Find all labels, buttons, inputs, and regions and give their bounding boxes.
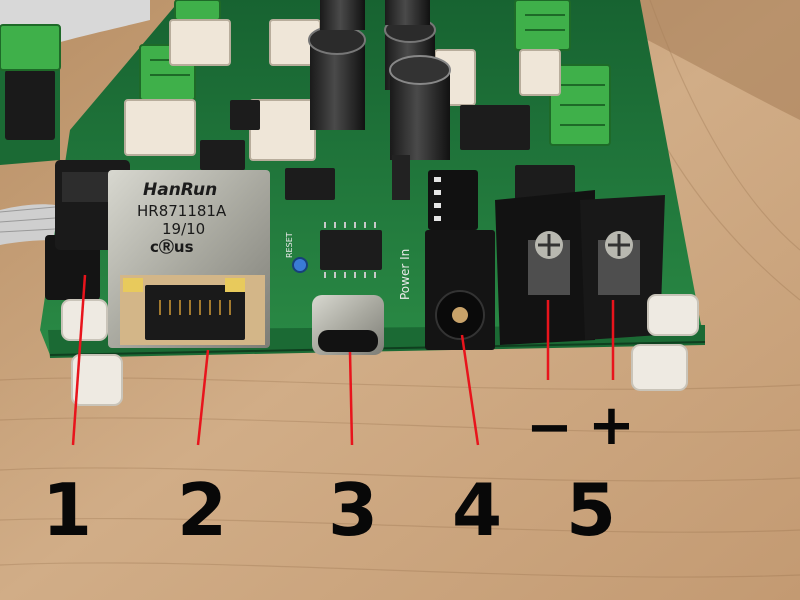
ethernet-jack: [108, 170, 270, 348]
reset-led: [292, 257, 308, 273]
callout-number-3: 3: [328, 468, 379, 552]
callout-number-5: 5: [566, 468, 617, 552]
barrel-jack: [425, 230, 495, 350]
callout-line-3: [348, 351, 354, 446]
connector-1: [45, 235, 100, 300]
jack-date-code: 19/10: [162, 220, 206, 238]
capacitors: [308, 0, 451, 160]
silkscreen-power-in: Power In: [398, 248, 412, 300]
callout-number-1: 1: [42, 468, 93, 552]
jack-brand: HanRun: [143, 180, 218, 200]
screw-terminal: [495, 190, 665, 345]
callout-number-4: 4: [452, 468, 503, 552]
jack-part-number: HR871181A: [137, 202, 227, 220]
callout-line-4: [460, 334, 480, 446]
callout-number-2: 2: [177, 468, 228, 552]
callout-lines: [71, 274, 615, 446]
pin-header: [392, 155, 410, 200]
chip-pins: [324, 222, 376, 278]
wood-gap: [570, 0, 800, 120]
polarity-plus: +: [588, 393, 635, 458]
jack-cert-mark: cⓇus: [150, 238, 194, 256]
ic-chips: [200, 100, 575, 270]
callout-line-2: [196, 349, 210, 446]
silkscreen-reset: RESET: [285, 232, 294, 258]
standoffs: [61, 294, 699, 406]
usb-c-port: [312, 295, 384, 355]
polarity-minus: −: [526, 395, 573, 460]
dip-switch: [428, 170, 478, 230]
callout-line-1: [71, 274, 87, 446]
